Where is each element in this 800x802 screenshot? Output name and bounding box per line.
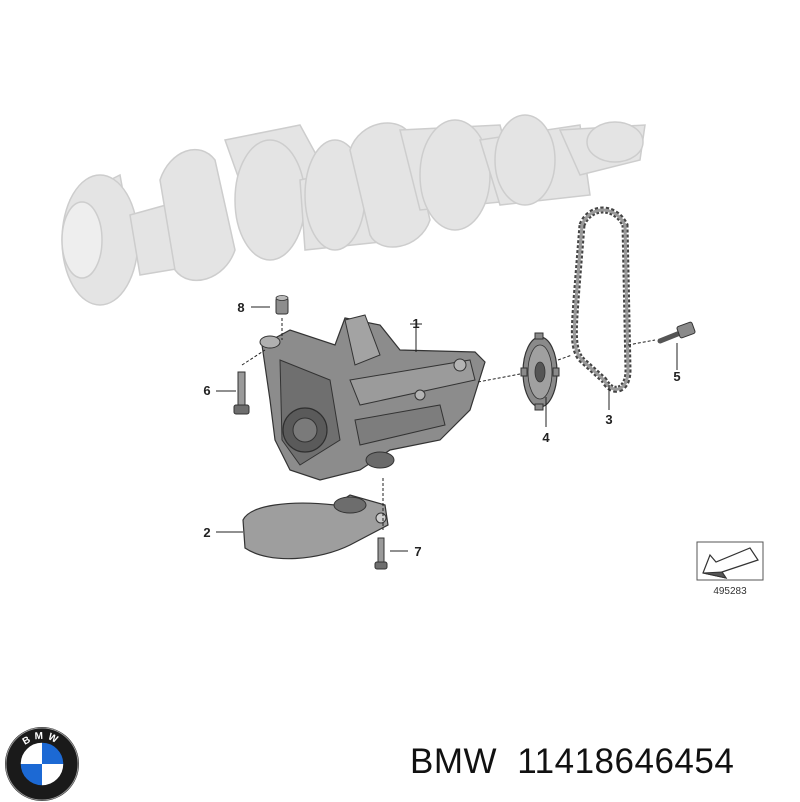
bmw-logo: BMW: [5, 727, 79, 801]
part-caption: BMW 11418646454: [410, 742, 734, 782]
sleeve-8-illustration: [275, 295, 289, 315]
pickup-tube-illustration: [242, 494, 389, 560]
leader-lines: [216, 306, 678, 552]
part-number: 11418646454: [517, 742, 735, 781]
callout-5: 5: [673, 369, 680, 384]
chain-illustration: [570, 206, 632, 393]
callout-3: 3: [605, 412, 612, 427]
bolt-7-illustration: [374, 537, 388, 570]
reference-box: 495283: [696, 541, 764, 597]
bolt-5-illustration: [657, 321, 696, 344]
callout-6: 6: [203, 383, 210, 398]
callout-1: 1: [412, 316, 419, 331]
callout-7: 7: [414, 544, 421, 559]
sprocket-illustration: [520, 332, 560, 411]
callout-2: 2: [203, 525, 210, 540]
crankshaft-illustration: [61, 114, 646, 306]
brand-name: BMW: [410, 742, 498, 781]
callout-8: 8: [237, 300, 244, 315]
oil-pump-illustration: [259, 314, 486, 481]
callout-4: 4: [542, 430, 550, 445]
bolt-6-illustration: [233, 371, 250, 415]
reference-number: 495283: [713, 586, 747, 597]
